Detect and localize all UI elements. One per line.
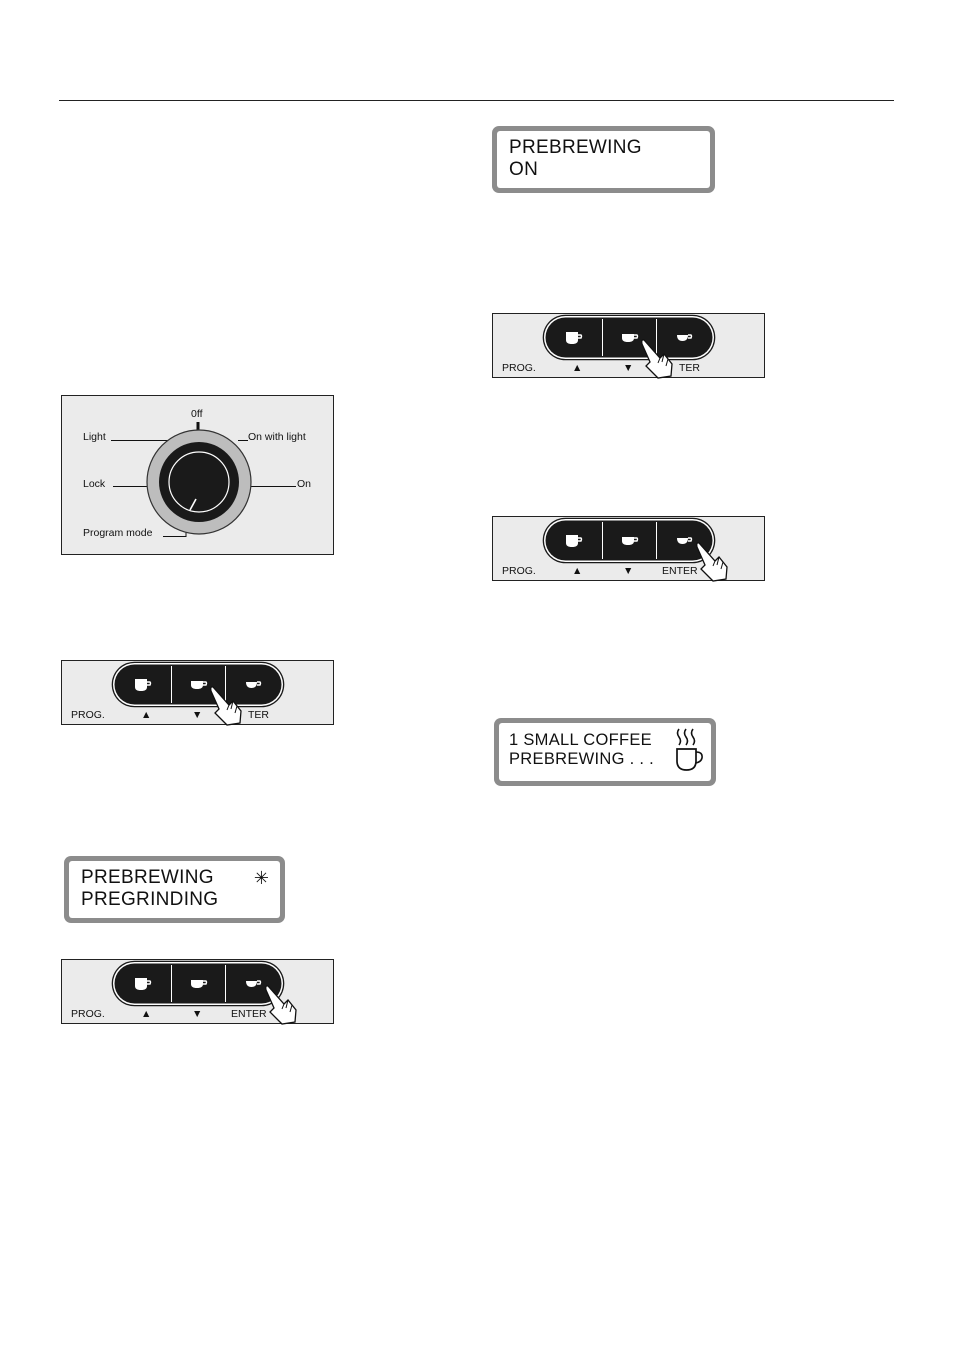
display-screen: PREBREWING PREGRINDING ✳	[69, 861, 280, 918]
dial-label-lock: Lock	[83, 478, 105, 490]
cup-button-large[interactable]	[116, 965, 169, 1002]
display-screen: 1 SMALL COFFEE PREBREWING . . .	[499, 723, 711, 781]
display-line-2: ON	[509, 159, 700, 181]
cup-medium-icon	[620, 534, 640, 548]
pointing-hand-icon	[638, 336, 678, 380]
cup-button-medium[interactable]	[602, 522, 657, 559]
display-line-1: PREBREWING	[509, 137, 700, 159]
display-line-2: PREGRINDING	[81, 889, 270, 911]
cup-small-icon	[674, 535, 694, 547]
label-up-arrow: ▲	[141, 1008, 151, 1020]
dial-label-on: On	[297, 478, 311, 490]
cup-small-icon	[243, 978, 263, 990]
label-down-arrow: ▼	[623, 362, 633, 374]
label-prog: PROG.	[71, 709, 105, 721]
cup-button-group	[547, 522, 711, 559]
cup-medium-icon	[189, 977, 209, 991]
cup-medium-icon	[620, 331, 640, 345]
cup-button-group	[547, 319, 711, 356]
label-down-arrow: ▼	[623, 565, 633, 577]
pointing-hand-icon	[693, 539, 733, 583]
label-prog: PROG.	[71, 1008, 105, 1020]
cup-button-large[interactable]	[116, 666, 169, 703]
steaming-cup-icon	[673, 726, 707, 774]
label-enter-partial: TER	[248, 709, 269, 721]
header-rule	[59, 100, 894, 101]
control-panel-enter-press: PROG. ▲ ▼ ENTER	[492, 516, 765, 581]
dial-label-off: 0ff	[191, 408, 202, 420]
display-screen: PREBREWING ON	[497, 131, 710, 188]
dial-label-light: Light	[83, 431, 106, 443]
cup-button-group	[116, 965, 280, 1002]
display-cursor-asterisk: ✳	[254, 868, 269, 889]
control-panel-down-press: PROG. ▲ ▼ TER	[492, 313, 765, 378]
pointing-hand-icon	[262, 982, 302, 1026]
cup-button-medium[interactable]	[171, 965, 226, 1002]
cup-large-icon	[564, 330, 584, 346]
label-prog: PROG.	[502, 565, 536, 577]
control-panel-down-press: PROG. ▲ ▼ TER	[61, 660, 334, 725]
cup-button-large[interactable]	[547, 319, 600, 356]
control-panel-enter-press: PROG. ▲ ▼ ENTER	[61, 959, 334, 1024]
mode-dial-panel: 0ff Light On with light Lock On Program …	[61, 395, 334, 555]
cup-button-group	[116, 666, 280, 703]
label-up-arrow: ▲	[141, 709, 151, 721]
label-prog: PROG.	[502, 362, 536, 374]
pointing-hand-icon	[207, 683, 247, 727]
label-enter-partial: TER	[679, 362, 700, 374]
cup-medium-icon	[189, 678, 209, 692]
label-down-arrow: ▼	[192, 709, 202, 721]
display-prebrewing-pregrinding: PREBREWING PREGRINDING ✳	[64, 856, 285, 923]
dial-label-on-with-light: On with light	[248, 431, 306, 443]
cup-button-large[interactable]	[547, 522, 600, 559]
display-prebrewing-on: PREBREWING ON	[492, 126, 715, 193]
cup-large-icon	[133, 677, 153, 693]
cup-large-icon	[564, 533, 584, 549]
dial-label-program-mode: Program mode	[83, 527, 152, 539]
display-small-coffee-prebrewing: 1 SMALL COFFEE PREBREWING . . .	[494, 718, 716, 786]
label-down-arrow: ▼	[192, 1008, 202, 1020]
cup-large-icon	[133, 976, 153, 992]
label-up-arrow: ▲	[572, 362, 582, 374]
label-up-arrow: ▲	[572, 565, 582, 577]
display-line-1: PREBREWING	[81, 867, 270, 889]
